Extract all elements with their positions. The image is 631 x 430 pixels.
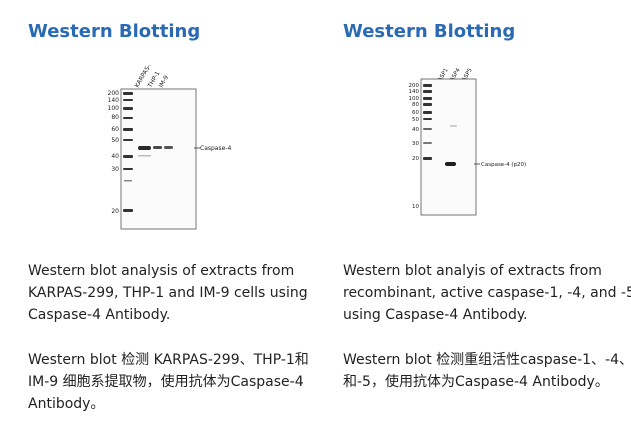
kda-200: 200 [108,90,120,97]
kda-40: 40 [111,153,119,160]
caspase4-bands [138,146,173,157]
band-label: Caspase-4 [200,145,231,152]
kda-80: 80 [412,102,419,108]
kda-40: 40 [412,127,419,133]
right-caption-chinese: Western blot 检测重组活性caspase-1、-4、和-5，使用抗体… [343,352,631,390]
kda-100: 100 [108,105,120,112]
kda-140: 140 [108,97,120,104]
kda-50: 50 [111,137,119,144]
kda-60: 60 [412,110,419,116]
left-heading: Western Blotting [28,21,201,42]
membrane-frame [420,78,477,216]
kda-200: 200 [409,83,420,89]
kda-30: 30 [111,166,119,173]
kda-60: 60 [111,126,119,133]
left-caption-english: Western blot analysis of extracts from K… [28,263,308,323]
left-western-blot-image: KARPAS-299 THP-1 IM-9 200 140 100 80 60 … [108,65,231,230]
kda-20: 20 [111,208,119,215]
left-panel: Western Blotting KARPAS-299 THP-1 IM-9 2… [28,0,328,430]
kda-30: 30 [412,141,419,147]
ladder-bands [123,92,133,212]
right-caption-english: Western blot analyis of extracts from re… [343,263,631,323]
ladder-bands [423,84,432,160]
band-label: Caspase-4 (p20) [481,162,526,168]
caspase4-p20-band [445,162,456,166]
kda-20: 20 [412,156,419,162]
kda-100: 100 [409,96,420,102]
kda-80: 80 [111,114,119,121]
right-heading: Western Blotting [343,21,516,42]
faint-band [450,125,457,127]
right-western-blot-image: CASP1 CASP4 CASP5 200 140 100 80 60 50 4… [409,67,526,216]
membrane-frame [120,88,197,230]
kda-140: 140 [409,89,420,95]
kda-50: 50 [412,117,419,123]
kda-10: 10 [412,204,419,210]
left-caption-chinese: Western blot 检测 KARPAS-299、THP-1和IM-9 细胞… [28,352,309,412]
right-panel: Western Blotting CASP1 CASP4 CASP5 200 1… [343,0,631,430]
